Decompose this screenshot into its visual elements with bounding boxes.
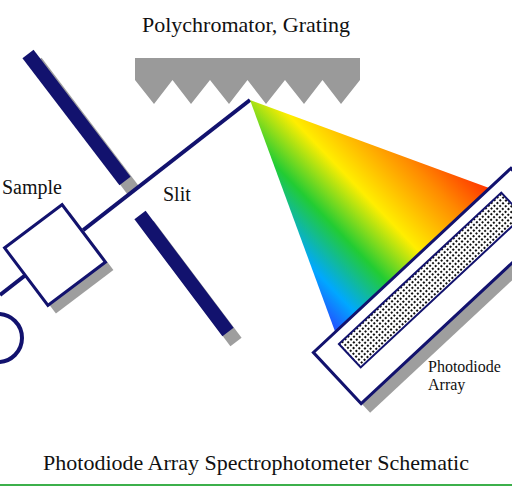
sample-box [5, 205, 106, 306]
array-label: Photodiode Array [428, 358, 508, 395]
slit-label: Slit [163, 183, 191, 206]
sample-label: Sample [2, 176, 62, 199]
slit-bar [28, 54, 125, 181]
caption: Photodiode Array Spectrophotometer Schem… [43, 450, 469, 475]
grating-label: Polychromator, Grating [142, 12, 350, 37]
lamp [0, 314, 22, 362]
slit-bar [140, 215, 228, 332]
array-housing [313, 168, 512, 403]
grating [135, 58, 360, 104]
photodiode-elements [339, 193, 512, 368]
caption-rule [0, 484, 512, 486]
